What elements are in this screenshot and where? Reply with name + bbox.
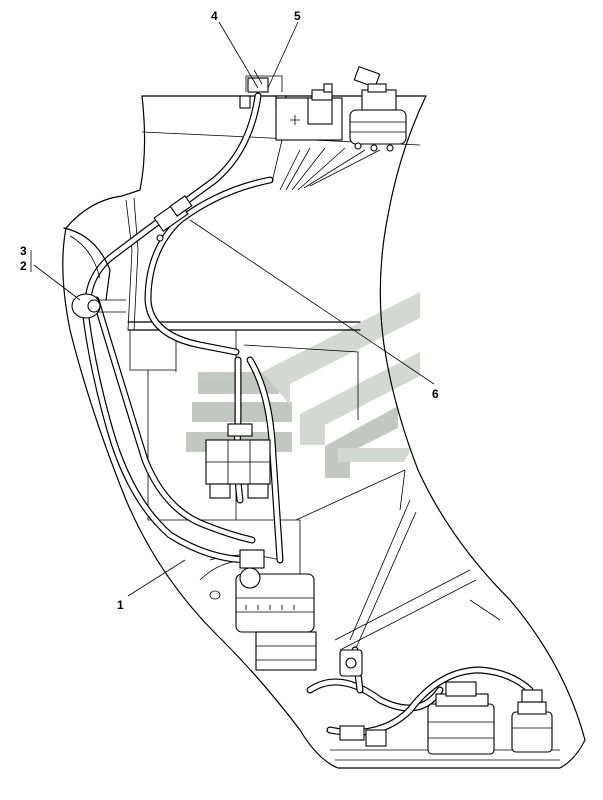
clamp-lower [339,649,363,677]
connector-bottom-left [427,681,495,755]
connector-bottom-right [511,689,553,753]
round-connector-lower [235,549,317,671]
inline-connector-upper [153,195,193,242]
callout-1: 1 [117,598,124,612]
callout-2: 2 [20,259,27,273]
ground-block [339,725,387,747]
callout-5: 5 [294,9,301,23]
relay-block [275,83,343,141]
left-clamp [63,227,126,319]
top-bracket [239,69,287,109]
callout-leaders [30,21,435,597]
relay-cluster-middle [205,423,271,499]
harness-wires [80,92,534,736]
multi-pin-connector-top [349,65,407,152]
callout-4: 4 [211,9,218,23]
callout-3: 3 [20,244,27,258]
callout-6: 6 [432,387,439,401]
